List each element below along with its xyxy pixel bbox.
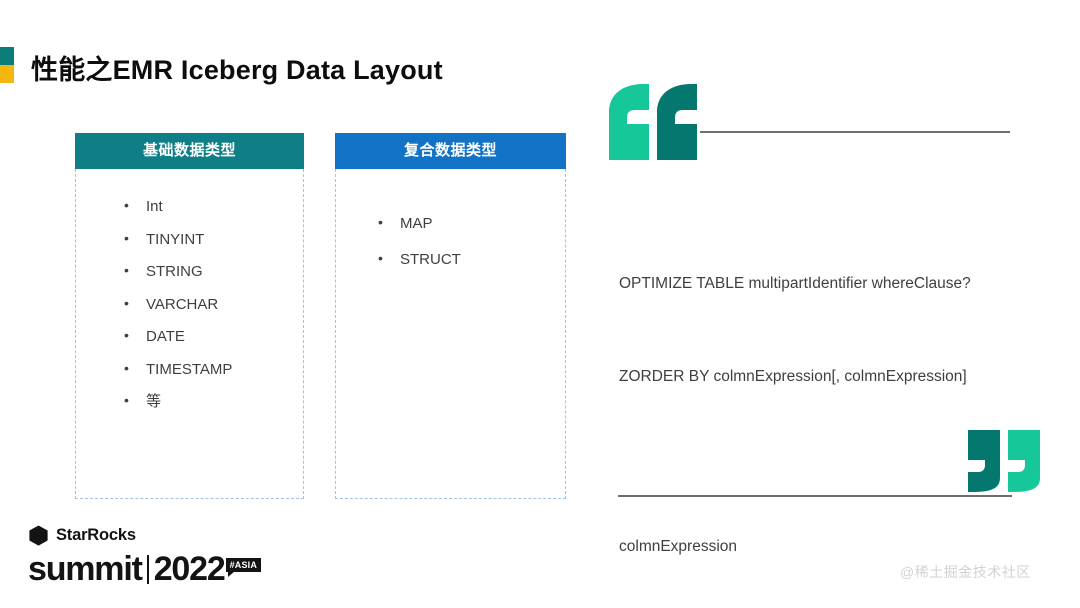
card-complex-data-types: 复合数据类型 MAP STRUCT [335, 133, 566, 499]
watermark: @稀土掘金技术社区 [900, 564, 1031, 580]
list-item: Int [124, 196, 303, 216]
brand-row: StarRocks [28, 524, 261, 546]
card-basic-body: Int TINYINT STRING VARCHAR DATE TIMESTAM… [75, 169, 304, 499]
event-year: 2022 [153, 550, 226, 588]
card-basic-header: 基础数据类型 [75, 133, 304, 169]
list-item: DATE [124, 326, 303, 346]
code-line: colmnExpression [619, 538, 738, 555]
footer-logo: StarRocks summit 2022 #ASIA [28, 524, 262, 588]
quote-rule-top [700, 131, 1010, 133]
code-line: OPTIMIZE TABLE multipartIdentifier where… [619, 275, 971, 292]
close-quote-icon [968, 430, 1040, 492]
complex-type-list: MAP STRUCT [336, 213, 565, 269]
title-accent-bottom [0, 65, 14, 83]
list-item: 等 [124, 391, 303, 411]
list-item: MAP [378, 213, 565, 233]
open-quote-icon [609, 84, 697, 160]
list-item: TINYINT [124, 229, 303, 249]
list-item: STRING [124, 261, 303, 281]
event-region-badge: #ASIA [225, 558, 262, 577]
basic-type-list: Int TINYINT STRING VARCHAR DATE TIMESTAM… [76, 196, 303, 411]
event-row: summit 2022 #ASIA [28, 549, 262, 588]
brand-name: StarRocks [56, 525, 136, 544]
card-basic-data-types: 基础数据类型 Int TINYINT STRING VARCHAR DATE T… [75, 133, 304, 499]
list-item: VARCHAR [124, 294, 303, 314]
title-accent-bar [0, 47, 14, 83]
card-complex-header: 复合数据类型 [335, 133, 566, 169]
page-title: 性能之EMR Iceberg Data Layout [31, 55, 443, 85]
code-snippet: OPTIMIZE TABLE multipartIdentifier where… [619, 206, 971, 608]
list-item: TIMESTAMP [124, 359, 303, 379]
starrocks-hexagon-logo-icon [29, 524, 48, 546]
event-name: summit [28, 550, 143, 588]
logo-divider [146, 555, 149, 584]
card-complex-body: MAP STRUCT [335, 169, 566, 499]
title-accent-top [0, 47, 14, 65]
quote-rule-bottom [618, 495, 1012, 497]
code-line: ZORDER BY colmnExpression[, colmnExpress… [619, 368, 967, 385]
list-item: STRUCT [378, 249, 565, 269]
code-spacer [619, 454, 971, 469]
